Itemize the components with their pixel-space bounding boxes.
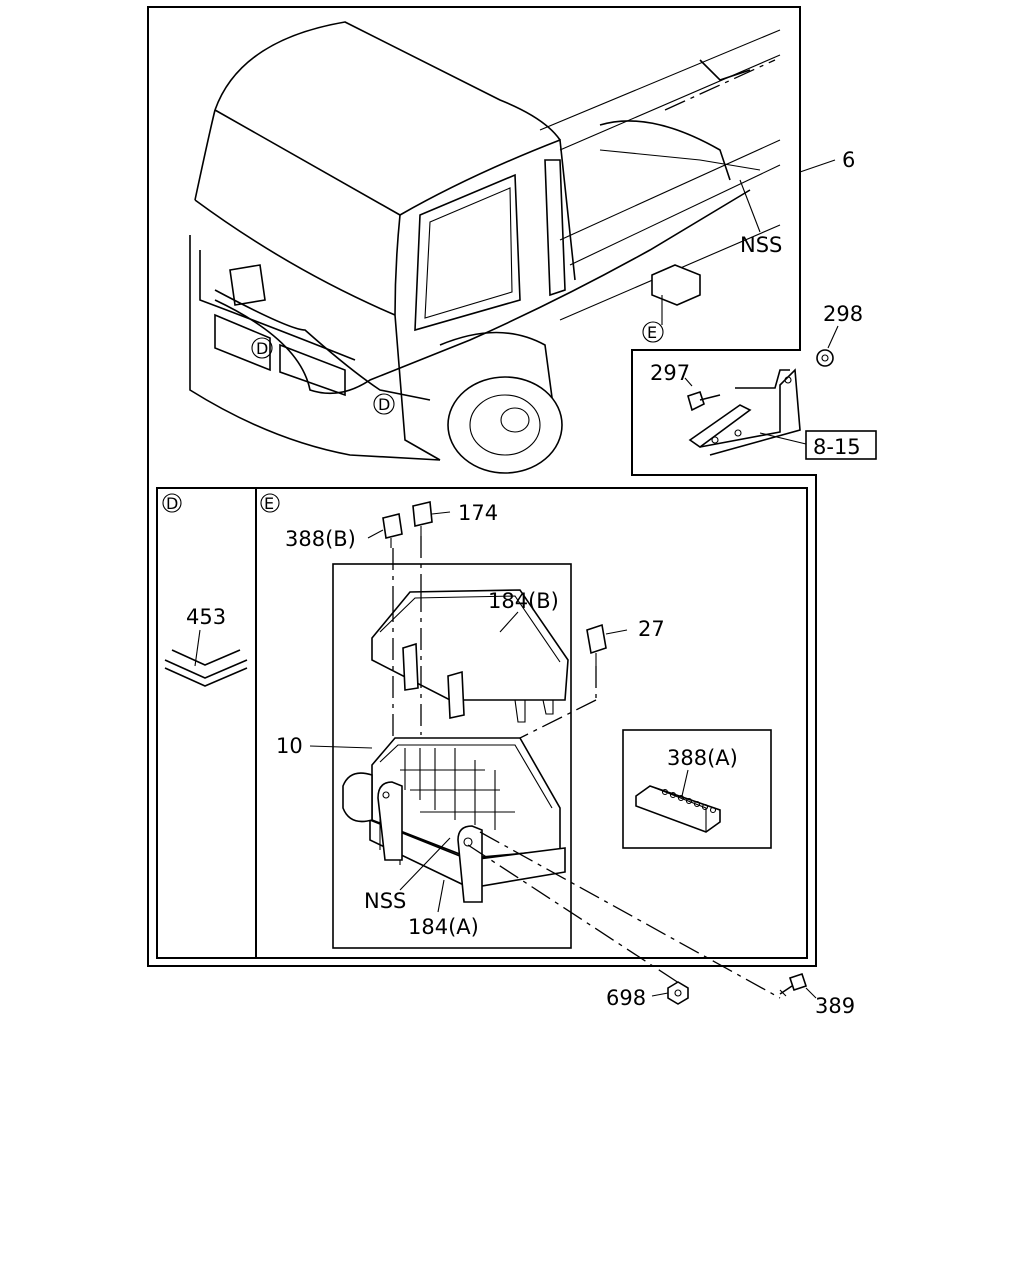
protector-part xyxy=(164,649,248,687)
label-bracket-bolt: 297 xyxy=(650,361,690,385)
label-box-nss: NSS xyxy=(364,889,406,913)
relay-174-part xyxy=(412,501,433,536)
label-bracket-ref: 8-15 xyxy=(813,435,861,459)
truck-illustration xyxy=(189,21,781,474)
label-connector-e: E xyxy=(647,323,657,342)
label-nut: 698 xyxy=(606,986,646,1010)
leader-protector xyxy=(194,629,201,667)
fuse-strip-frame xyxy=(622,729,772,849)
leader-bracket-bolt xyxy=(684,377,693,387)
nut-part xyxy=(667,981,689,1005)
bolt-part xyxy=(779,972,808,997)
label-fuse-strip: 388(A) xyxy=(667,746,738,770)
label-bracket-nut: 298 xyxy=(823,302,863,326)
leader-bracket-ref xyxy=(759,432,807,445)
connector-d-marker-2 xyxy=(373,393,395,415)
label-protector: 453 xyxy=(186,605,226,629)
connector-d-marker-1 xyxy=(251,337,273,359)
label-fuse-box: 10 xyxy=(276,734,303,758)
relay-b-part xyxy=(382,513,403,548)
fuse-strip-part xyxy=(635,785,721,833)
label-section-e: E xyxy=(264,494,274,513)
detail-frame xyxy=(156,487,808,959)
label-section-d: D xyxy=(166,494,178,513)
leader-relay-174 xyxy=(431,511,451,515)
label-cover-b: 184(B) xyxy=(488,589,559,613)
leader-harness-nss xyxy=(739,179,761,233)
bracket-detail xyxy=(687,349,834,456)
label-harness: 6 xyxy=(842,148,855,172)
leader-case-a xyxy=(437,879,445,913)
label-case-a: 184(A) xyxy=(408,915,479,939)
label-relay-b: 388(B) xyxy=(285,527,356,551)
fuse-box-body xyxy=(342,737,566,903)
leader-fuse xyxy=(605,629,628,635)
leader-fuse-box xyxy=(309,745,373,749)
connector-e-marker xyxy=(642,321,664,343)
leader-nut xyxy=(651,992,669,997)
leader-fuse-strip xyxy=(681,769,689,797)
fuse-part xyxy=(586,623,607,666)
leader-box-nss xyxy=(399,837,451,891)
label-bolt: 389 xyxy=(815,994,855,1018)
section-d-marker xyxy=(162,493,182,513)
leader-harness xyxy=(799,159,836,173)
label-harness-nss: NSS xyxy=(740,233,782,257)
leader-cover-b xyxy=(499,611,519,633)
section-e-marker xyxy=(260,493,280,513)
leader-bolt xyxy=(805,987,817,999)
main-frame xyxy=(147,6,817,967)
leader-bracket-nut xyxy=(827,325,839,349)
label-connector-d-1: D xyxy=(256,339,268,358)
bracket-ref-box xyxy=(805,430,877,460)
fuse-box-frame xyxy=(332,563,572,949)
leader-relay-b xyxy=(367,529,384,539)
label-relay-174: 174 xyxy=(458,501,498,525)
label-connector-d-2: D xyxy=(378,395,390,414)
label-fuse: 27 xyxy=(638,617,665,641)
